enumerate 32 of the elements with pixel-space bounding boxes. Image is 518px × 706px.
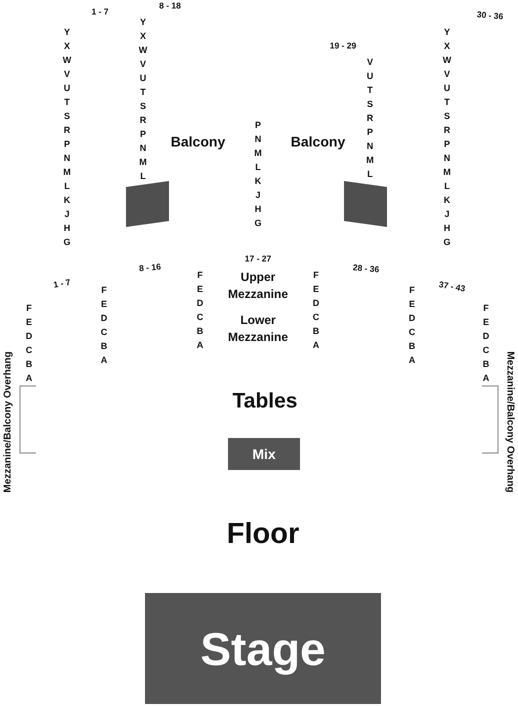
section-name: Balcony — [290, 134, 346, 150]
seat-range: 1 - 7 — [92, 7, 108, 17]
mix-booth: Mix — [228, 438, 300, 470]
row-letters: F E D C B A — [196, 269, 204, 352]
seat-range: 37 - 43 — [438, 280, 466, 294]
seat-range: 28 - 36 — [352, 263, 380, 275]
section-name: Lower Mezzanine — [228, 312, 288, 346]
seat-range: 30 - 36 — [476, 10, 504, 22]
section-name: Upper Mezzanine — [228, 269, 288, 303]
row-letters: V U T S R P N M L — [366, 56, 374, 181]
seat-range: 8 - 16 — [138, 262, 162, 274]
area-name: Floor — [226, 519, 300, 551]
row-letters: Y X W V U T S R P N M L — [138, 16, 148, 183]
seat-range: 19 - 29 — [330, 41, 356, 51]
row-letters: F E D C B A — [26, 302, 32, 385]
section-name: Balcony — [170, 134, 226, 150]
row-letters: Y X W V U T S R P N M L K J H G — [442, 26, 452, 249]
stage: Stage — [145, 593, 381, 704]
overhang-label: Mezzanine/Balcony Overhang — [2, 351, 14, 493]
seat-range: 1 - 7 — [52, 278, 72, 290]
seating-block — [126, 180, 169, 227]
row-letters: P N M L K J H G — [254, 119, 262, 230]
seating-block — [344, 180, 387, 227]
row-letters: F E D C B A — [100, 284, 108, 367]
area-name: Tables — [232, 389, 298, 413]
seat-range: 17 - 27 — [244, 254, 272, 264]
row-letters: F E D C B A — [482, 302, 490, 385]
row-letters: F E D C B A — [408, 284, 416, 367]
overhang-label: Mezzanine/Balcony Overhang — [504, 351, 516, 493]
seat-range: 8 - 18 — [159, 1, 181, 11]
row-letters: F E D C B A — [312, 269, 320, 352]
row-letters: Y X W V U T S R P N M L K J H G — [62, 26, 72, 249]
